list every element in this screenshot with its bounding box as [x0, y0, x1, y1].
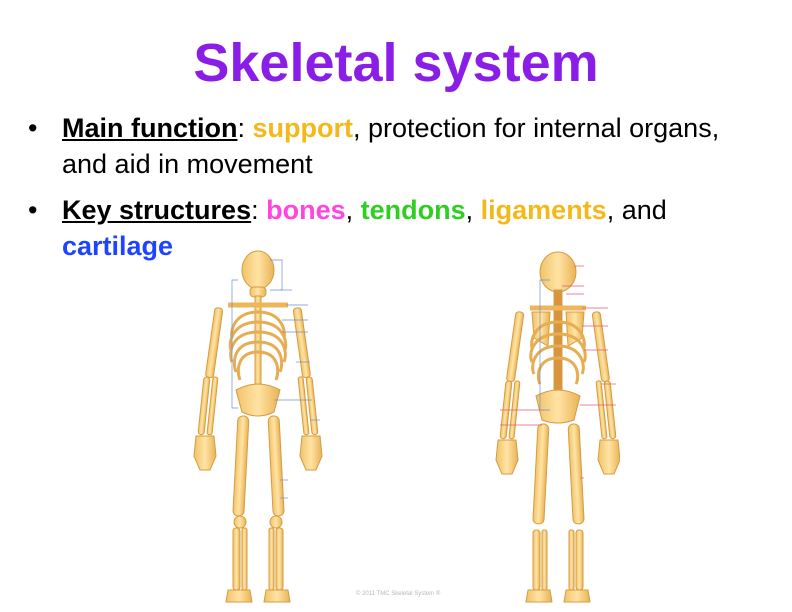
highlight-ligaments: ligaments	[480, 195, 607, 225]
highlight-support: support	[252, 113, 354, 143]
posterior-skeleton-icon	[495, 251, 620, 603]
term-key-structures: Key structures	[62, 195, 252, 225]
anterior-skeleton-icon	[193, 250, 323, 603]
bullet-main-function: • Main function: support, protection for…	[28, 110, 768, 182]
separator: ,	[465, 195, 481, 225]
function-description: , protection for internal organs, and ai…	[62, 113, 720, 179]
highlight-tendons: tendons	[360, 195, 466, 225]
highlight-bones: bones	[266, 195, 346, 225]
term-main-function: Main function	[62, 113, 238, 143]
bullet-key-structures: • Key structures: bones, tendons, ligame…	[28, 192, 768, 264]
separator: :	[251, 195, 267, 225]
highlight-cartilage: cartilage	[62, 231, 174, 261]
anterior-label-leaders	[231, 259, 320, 499]
posterior-label-leaders	[500, 265, 616, 479]
conjunction-and: , and	[606, 195, 667, 225]
bullet-icon: •	[28, 195, 38, 225]
slide-title: Skeletal system	[193, 33, 599, 93]
bullet-icon: •	[28, 113, 38, 143]
copyright-notice: © 2011 TMC Skeletal System ®	[356, 591, 441, 597]
separator: ,	[345, 195, 361, 225]
bullet-list: • Main function: support, protection for…	[28, 110, 768, 274]
separator: :	[237, 113, 253, 143]
skeleton-figure	[193, 250, 620, 603]
